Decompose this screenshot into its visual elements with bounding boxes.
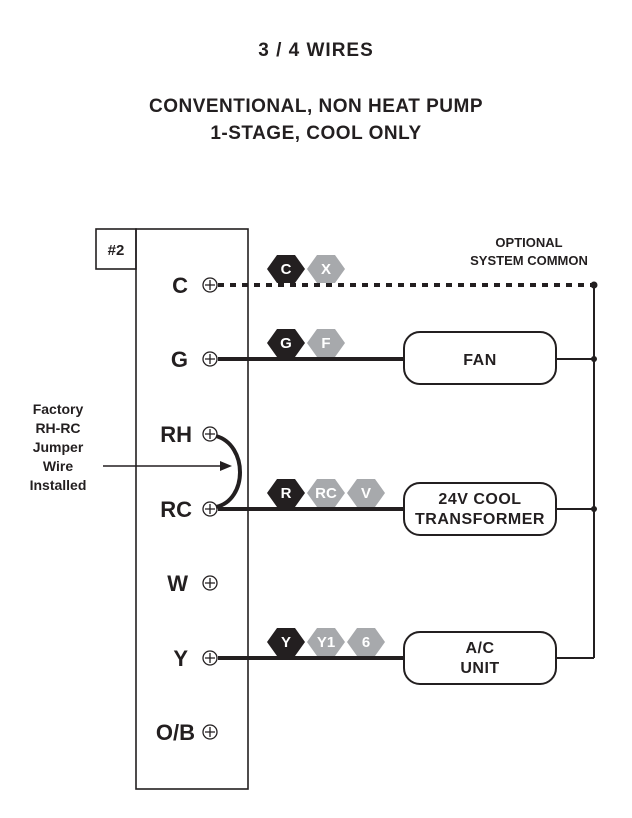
hex-v-icon: V — [347, 479, 385, 507]
arrow-head-icon — [220, 461, 232, 471]
hex-g-icon: G — [267, 329, 305, 357]
fan-label: FAN — [463, 352, 497, 369]
hex-y1-label: Y1 — [317, 634, 335, 651]
hex-y-label: Y — [281, 634, 291, 651]
terminal-label-rc: RC — [160, 497, 192, 522]
jumper-note-line3: Jumper — [33, 439, 84, 455]
screw-w-icon — [202, 575, 218, 591]
screw-c-icon — [202, 277, 218, 293]
diagram-number-box — [95, 228, 137, 270]
hex-g-label: G — [280, 335, 292, 352]
jumper-note-line2: RH-RC — [35, 420, 80, 436]
transformer-box — [403, 482, 557, 536]
hex-x-label: X — [321, 261, 331, 278]
hex-rc-icon: RC — [307, 479, 345, 507]
transformer-label-line1: 24V COOL — [438, 491, 521, 508]
hex-v-label: V — [361, 485, 371, 502]
screw-rc-icon — [202, 501, 218, 517]
terminal-label-ob: O/B — [156, 720, 195, 745]
system-type-title: CONVENTIONAL, NON HEAT PUMP — [148, 96, 484, 117]
terminal-label-w: W — [167, 571, 188, 596]
screw-g-icon — [202, 351, 218, 367]
screw-ob-icon — [202, 724, 218, 740]
hex-f-label: F — [321, 335, 330, 352]
diagram-number: #2 — [108, 242, 125, 259]
terminal-label-g: G — [171, 347, 188, 372]
hex-f-icon: F — [307, 329, 345, 357]
ac-label-line1: A/C — [465, 640, 494, 657]
stage-title: 1-STAGE, COOL ONLY — [210, 123, 422, 144]
wire-count-title: 3 / 4 WIRES — [258, 40, 374, 61]
hex-6-label: 6 — [362, 634, 370, 651]
jumper-note-line5: Installed — [30, 477, 87, 493]
terminal-label-c: C — [172, 273, 188, 298]
system-common-label: SYSTEM COMMON — [470, 253, 588, 268]
fan-box — [403, 331, 557, 385]
hex-c-icon: C — [267, 255, 305, 283]
terminal-label-y: Y — [173, 646, 188, 671]
junction-dot — [591, 356, 597, 362]
jumper-note-line1: Factory — [33, 401, 84, 417]
ac-label-line2: UNIT — [460, 660, 499, 677]
terminal-label-rh: RH — [160, 422, 192, 447]
hex-r-icon: R — [267, 479, 305, 507]
hex-x-icon: X — [307, 255, 345, 283]
ac-unit-box — [403, 631, 557, 685]
rh-rc-jumper — [215, 434, 242, 509]
screw-y-icon — [202, 650, 218, 666]
hex-c-label: C — [281, 261, 292, 278]
transformer-label-line2: TRANSFORMER — [415, 511, 545, 528]
screw-rh-icon — [202, 426, 218, 442]
jumper-note-line4: Wire — [43, 458, 73, 474]
hex-y1-icon: Y1 — [307, 628, 345, 656]
hex-rc-label: RC — [315, 485, 337, 502]
hex-r-label: R — [281, 485, 292, 502]
junction-dot — [591, 506, 597, 512]
optional-label: OPTIONAL — [495, 235, 562, 250]
junction-dot — [590, 281, 598, 289]
hex-y-icon: Y — [267, 628, 305, 656]
hex-6-icon: 6 — [347, 628, 385, 656]
